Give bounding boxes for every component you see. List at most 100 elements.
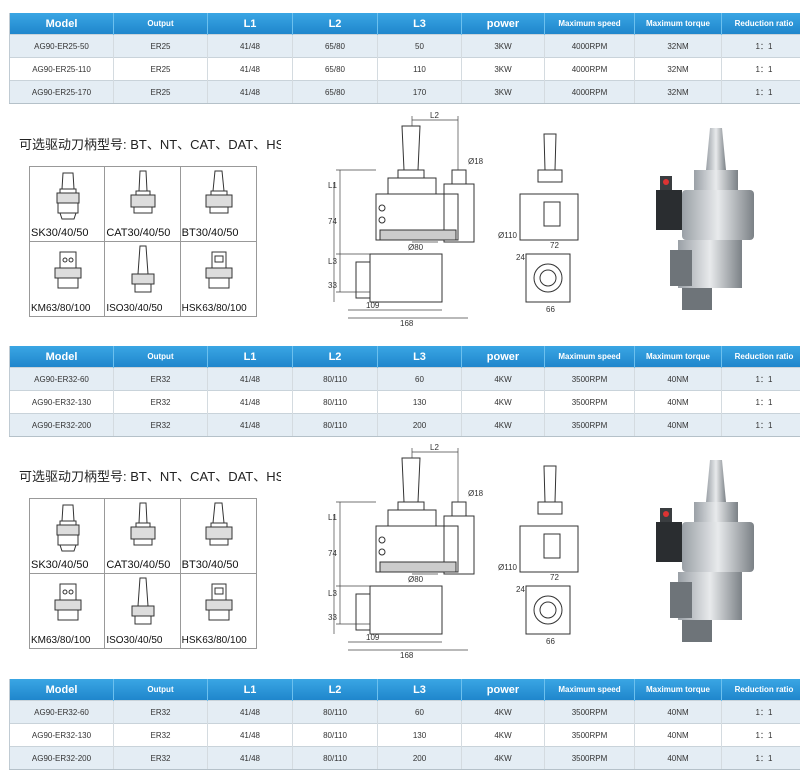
shank-bt: BT30/40/50 (180, 499, 256, 574)
dim-74: 74 (328, 549, 337, 558)
shank-label: SK30/40/50 (31, 226, 89, 239)
shank-options-note: 可选驱动刀柄型号: BT、NT、CAT、DAT、HSK (19, 137, 281, 152)
dim-168: 168 (400, 651, 414, 659)
shank-iso: ISO30/40/50 (105, 241, 181, 316)
shank-cat: CAT30/40/50 (105, 499, 181, 574)
cell-model: AG90-ER25-50 (9, 34, 114, 58)
shank-label: ISO30/40/50 (106, 635, 163, 646)
dim-l3: L3 (328, 589, 337, 598)
cell-model: AG90-ER32-130 (9, 390, 114, 414)
cell-output: ER32 (113, 413, 208, 437)
cell-torque: 40NM (634, 413, 722, 437)
shank-label: ISO30/40/50 (106, 303, 163, 314)
cell-power: 3KW (461, 80, 545, 104)
cell-ratio: 1：1 (721, 413, 800, 437)
dim-72: 72 (550, 573, 559, 582)
col-header-l1: L1 (207, 679, 293, 701)
cell-output: ER32 (113, 367, 208, 391)
cell-l1: 41/48 (207, 413, 293, 437)
dim-l1: L1 (328, 181, 337, 190)
cell-output: ER25 (113, 34, 208, 58)
col-header-l2: L2 (292, 679, 378, 701)
cell-l1: 41/48 (207, 57, 293, 81)
cell-l1: 41/48 (207, 700, 293, 724)
shank-km: KM63/80/100 (30, 241, 106, 316)
cell-l3: 110 (377, 57, 462, 81)
cell-ratio: 1：1 (721, 700, 800, 724)
dim-72: 72 (550, 241, 559, 250)
cell-l2: 80/110 (292, 723, 378, 747)
cell-torque: 32NM (634, 34, 722, 58)
cell-torque: 40NM (634, 746, 722, 770)
iso-shank-icon (131, 577, 155, 624)
cell-l1: 41/48 (207, 34, 293, 58)
dim-l3: L3 (328, 257, 337, 266)
product-photo (656, 460, 754, 642)
dim-d110: Ø110 (498, 231, 518, 240)
dim-168: 168 (400, 319, 414, 327)
shank-options-note: 可选驱动刀柄型号: BT、NT、CAT、DAT、HSK (19, 469, 281, 484)
cell-l2: 65/80 (292, 57, 378, 81)
dim-109: 109 (366, 633, 380, 642)
dim-33: 33 (328, 281, 337, 290)
cell-ratio: 1：1 (721, 367, 800, 391)
spec-table-1: Model Output L1 L2 L3 power Maximum spee… (9, 13, 800, 104)
col-header-model: Model (9, 346, 114, 368)
shank-hsk: HSK63/80/100 (181, 574, 256, 649)
cell-speed: 3500RPM (544, 723, 635, 747)
col-header-output: Output (113, 679, 208, 701)
cell-model: AG90-ER32-60 (9, 700, 114, 724)
cell-l3: 200 (377, 746, 462, 770)
cell-l3: 170 (377, 80, 462, 104)
bt-shank-icon (205, 502, 233, 546)
dim-l2: L2 (430, 444, 439, 452)
shank-label: CAT30/40/50 (106, 226, 171, 239)
cell-ratio: 1：1 (721, 390, 800, 414)
col-header-l3: L3 (377, 346, 462, 368)
cell-speed: 3500RPM (544, 413, 635, 437)
cell-model: AG90-ER32-60 (9, 367, 114, 391)
cell-l1: 41/48 (207, 723, 293, 747)
dim-l1: L1 (328, 513, 337, 522)
cell-l2: 80/110 (292, 700, 378, 724)
cell-l1: 41/48 (207, 80, 293, 104)
cell-l3: 60 (377, 700, 462, 724)
cell-torque: 32NM (634, 80, 722, 104)
cell-speed: 3500RPM (544, 700, 635, 724)
bt-shank-icon (205, 170, 233, 214)
dim-33: 33 (328, 613, 337, 622)
hsk-shank-icon (205, 251, 233, 288)
cell-ratio: 1：1 (721, 34, 800, 58)
cell-model: AG90-ER25-110 (9, 57, 114, 81)
shank-km: KM63/80/100 (30, 573, 106, 648)
cell-output: ER32 (113, 723, 208, 747)
spec-table-3: Model Output L1 L2 L3 power Maximum spee… (9, 679, 800, 770)
cell-speed: 4000RPM (544, 80, 635, 104)
cell-speed: 4000RPM (544, 57, 635, 81)
cat-shank-icon (130, 502, 156, 546)
cell-output: ER25 (113, 57, 208, 81)
col-header-ratio: Reduction ratio (721, 346, 800, 368)
shank-hsk: HSK63/80/100 (181, 242, 256, 317)
cell-torque: 40NM (634, 390, 722, 414)
cell-speed: 3500RPM (544, 367, 635, 391)
col-header-model: Model (9, 679, 114, 701)
dim-l2: L2 (430, 112, 439, 120)
cell-l2: 65/80 (292, 80, 378, 104)
cell-l3: 50 (377, 34, 462, 58)
dim-d18: Ø18 (468, 157, 484, 166)
cell-power: 3KW (461, 57, 545, 81)
cell-model: AG90-ER25-170 (9, 80, 114, 104)
col-header-ratio: Reduction ratio (721, 679, 800, 701)
dim-d80: Ø80 (408, 243, 424, 252)
cell-power: 4KW (461, 723, 545, 747)
cell-model: AG90-ER32-200 (9, 746, 114, 770)
dim-109: 109 (366, 301, 380, 310)
